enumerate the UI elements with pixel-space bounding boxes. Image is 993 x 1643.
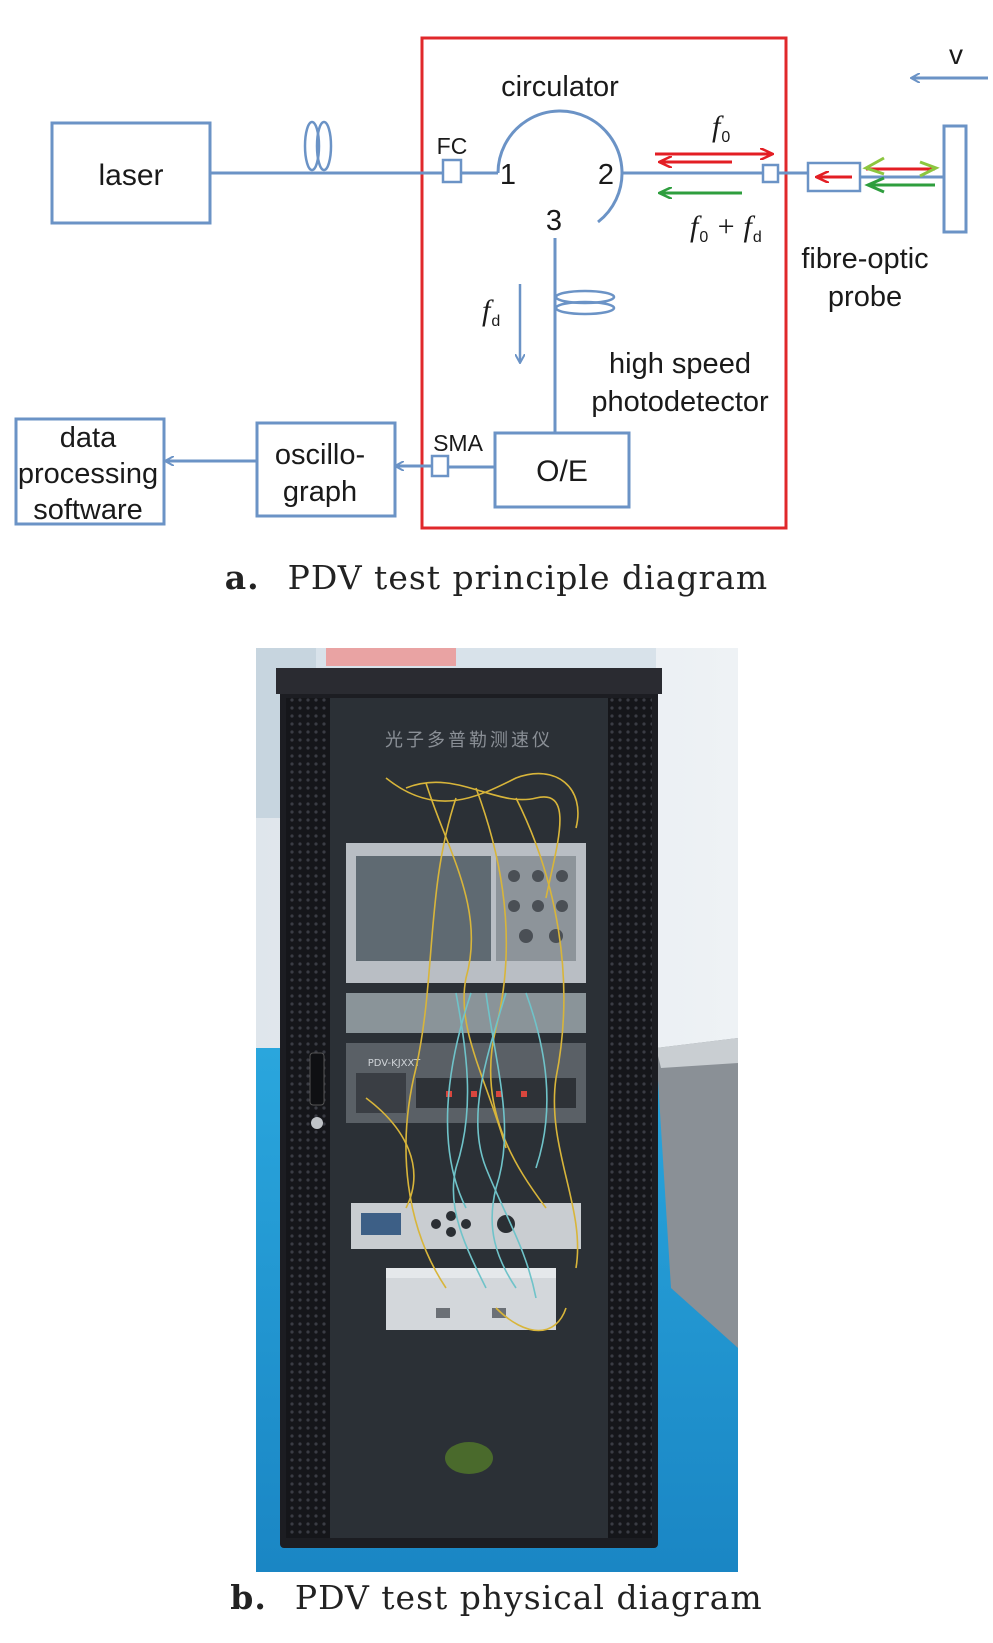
fc-label: FC <box>437 133 468 159</box>
fc-connector <box>441 158 463 184</box>
caption-b-text: PDV test physical diagram <box>294 1578 763 1617</box>
pdv-physical-photo: 光子多普勒测速仪 PDV-KJXXT <box>256 648 738 1572</box>
software-label-line2: processing <box>18 458 158 490</box>
port-2-label: 2 <box>598 159 614 191</box>
velocity-label: v <box>949 39 963 70</box>
pdv-principle-diagram: laser FC circulator 1 2 3 f0 f0 + fd fib… <box>14 36 988 530</box>
photodetector-label-line1: high speed <box>609 348 751 380</box>
door-handle <box>309 1052 325 1106</box>
caption-a-text: PDV test principle diagram <box>287 558 769 597</box>
poster-accent <box>326 648 456 666</box>
probe-light-arrows <box>862 156 940 194</box>
software-label-line3: software <box>33 494 143 526</box>
sma-label: SMA <box>433 430 484 456</box>
photodetector-label-line2: photodetector <box>591 386 769 418</box>
pdv-panel-label: PDV-KJXXT <box>368 1058 421 1069</box>
oscillograph-label-line2: graph <box>283 476 357 508</box>
f0-label: f0 <box>712 110 730 146</box>
red-enclosure <box>420 36 788 530</box>
fiber-coil-laser <box>303 120 333 172</box>
fiber-coil-detector <box>554 289 616 316</box>
probe-connector <box>761 163 780 184</box>
probe-label-line2: probe <box>828 281 902 313</box>
circulator-label: circulator <box>501 71 619 103</box>
oscillograph-box <box>255 421 397 518</box>
software-box <box>14 417 166 526</box>
software-label-line1: data <box>60 422 117 454</box>
oscillograph-label-line1: oscillo- <box>275 439 365 471</box>
caption-a: a. PDV test principle diagram <box>0 558 993 597</box>
patch-panel <box>346 993 586 1033</box>
bottom-sticker <box>445 1442 493 1474</box>
f0-plus-fd-label: f0 + fd <box>690 210 762 246</box>
moving-target <box>942 124 968 234</box>
port-1-label: 1 <box>500 159 516 191</box>
oe-box <box>493 431 631 509</box>
probe-label-line1: fibre-optic <box>801 243 928 275</box>
port-3-label: 3 <box>546 205 562 237</box>
aluminium-case <box>386 1268 556 1330</box>
laser-label: laser <box>98 159 163 192</box>
caption-a-letter: a. <box>224 558 260 597</box>
sma-connector <box>430 454 450 478</box>
caption-b: b. PDV test physical diagram <box>0 1578 993 1617</box>
caption-b-letter: b. <box>230 1578 267 1617</box>
cabinet-sign: 光子多普勒测速仪 <box>385 730 553 751</box>
optical-table <box>656 1038 738 1348</box>
oe-label: O/E <box>536 455 588 488</box>
fiber-cables <box>365 772 579 1332</box>
fd-label: fd <box>482 294 500 330</box>
circulator <box>496 109 624 224</box>
